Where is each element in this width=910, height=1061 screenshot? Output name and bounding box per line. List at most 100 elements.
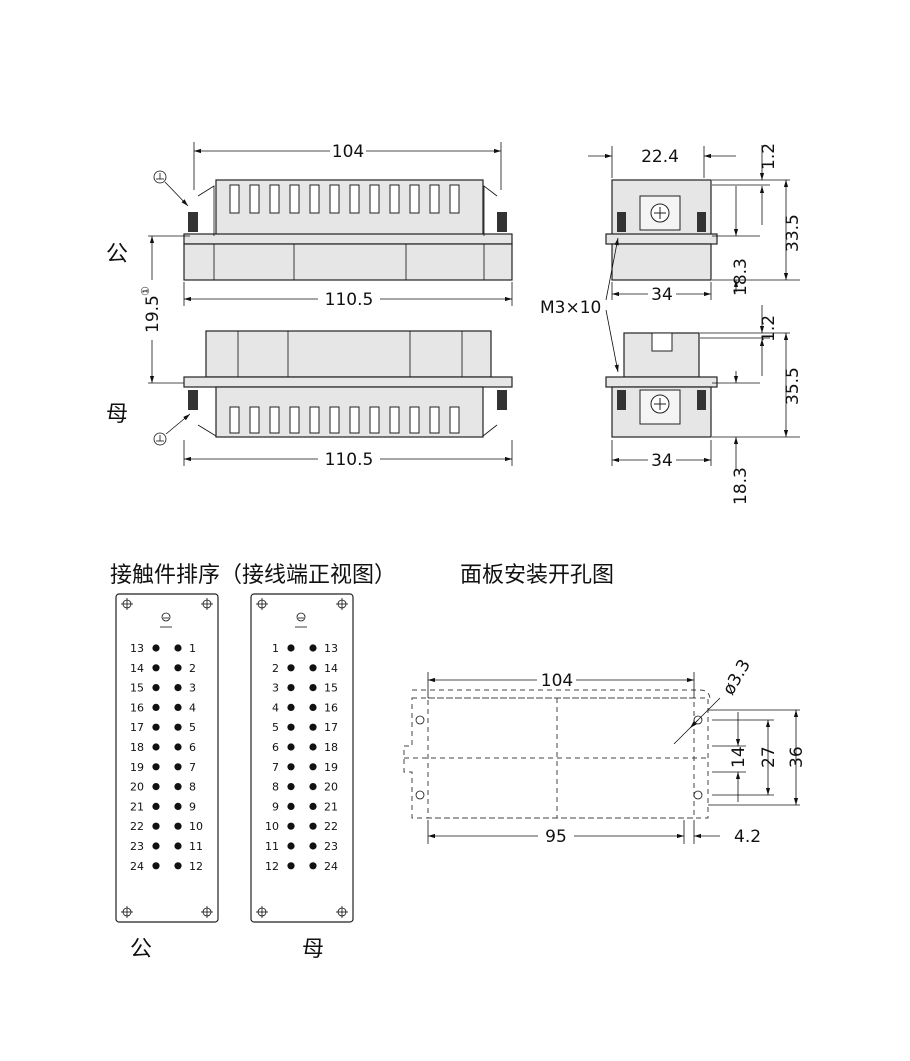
pin-number: 14	[324, 662, 338, 675]
dim-19-5-label: 19.5	[143, 295, 163, 333]
dim-34-top	[611, 282, 712, 300]
contact-pin	[287, 684, 295, 692]
contact-pin	[309, 723, 317, 731]
contact-pin	[309, 703, 317, 712]
dim-1-2-top	[712, 145, 790, 225]
contact-pin	[152, 703, 160, 712]
contact-pin	[152, 822, 160, 830]
female-label: 母	[106, 402, 128, 427]
dim-110-5-female	[183, 440, 513, 466]
contact-pin	[152, 664, 160, 672]
contact-pin	[309, 822, 317, 830]
contact-order-title: 接触件排序（接线端正视图）	[110, 563, 396, 588]
pin-number: 11	[189, 840, 203, 853]
female-front-view	[183, 330, 513, 438]
male-front-view	[183, 179, 513, 281]
dim-18-3-top-label: 18.3	[731, 258, 751, 296]
pin-number: 3	[189, 682, 196, 695]
contact-pin	[174, 703, 182, 712]
dim-cutout-95-label: 95	[545, 827, 567, 847]
pin-number: 7	[272, 761, 279, 774]
female-panel-label: 母	[302, 937, 324, 962]
pin-number: 24	[130, 860, 144, 873]
contact-pin	[309, 862, 317, 870]
contact-pin	[309, 802, 317, 811]
pin-number: 10	[265, 820, 279, 833]
contact-pin	[309, 644, 317, 652]
dim-19-5-note: ①	[139, 286, 152, 296]
contact-pin	[287, 822, 295, 830]
dim-18-3-bottom-label: 18.3	[731, 467, 751, 505]
contact-pin	[287, 802, 295, 811]
dim-33-5	[712, 180, 800, 281]
dim-34-bottom	[611, 440, 712, 466]
dim-cutout-104-label: 104	[541, 671, 573, 691]
pin-number: 3	[272, 682, 279, 695]
pin-number: 2	[189, 662, 196, 675]
contact-pin	[174, 842, 182, 850]
contact-pin	[309, 783, 317, 791]
dim-110-5-male-label: 110.5	[325, 290, 374, 310]
dim-hole-leader	[673, 697, 721, 745]
contact-pin	[152, 763, 160, 771]
pin-number: 9	[272, 800, 279, 813]
contact-pin	[309, 763, 317, 771]
contact-pin	[152, 723, 160, 731]
dim-cutout-vertical	[708, 709, 800, 806]
dim-cutout-27-label: 27	[759, 746, 779, 768]
male-hood-slots	[229, 184, 460, 214]
pin-number: 14	[130, 662, 144, 675]
pin-number: 4	[272, 701, 279, 714]
contact-pin	[287, 703, 295, 712]
pin-number: 20	[130, 781, 144, 794]
contact-pin	[152, 644, 160, 652]
pin-number: 23	[324, 840, 338, 853]
pin-number: 21	[130, 800, 144, 813]
dim-cutout-104	[427, 672, 695, 698]
dim-hole-label: ø3.3	[719, 656, 755, 698]
dim-22-4-label: 22.4	[641, 147, 679, 167]
pin-number: 2	[272, 662, 279, 675]
male-label: 公	[106, 242, 128, 267]
contact-pin	[152, 684, 160, 692]
contact-pin	[174, 783, 182, 791]
pin-number: 23	[130, 840, 144, 853]
contact-pin	[287, 842, 295, 850]
pin-number: 18	[324, 741, 338, 754]
contact-pin	[309, 684, 317, 692]
pin-number: 11	[265, 840, 279, 853]
pin-number: 1	[272, 642, 279, 655]
pin-number: 1	[189, 642, 196, 655]
contact-pin	[287, 743, 295, 751]
pin-number: 6	[272, 741, 279, 754]
dim-cutout-14-label: 14	[729, 746, 749, 768]
pin-number: 13	[130, 642, 144, 655]
pin-number: 12	[189, 860, 203, 873]
contact-pin	[174, 822, 182, 830]
female-hood-slots	[229, 406, 460, 434]
dim-34-bottom-label: 34	[651, 451, 673, 471]
contact-pin	[152, 743, 160, 751]
pin-number: 15	[324, 682, 338, 695]
dim-1-2-top-label: 1.2	[759, 143, 779, 170]
dim-1-2-bottom	[700, 305, 790, 376]
pin-number: 20	[324, 781, 338, 794]
contact-pin	[174, 664, 182, 672]
dim-1-2-bottom-label: 1.2	[759, 315, 779, 342]
pin-number: 19	[130, 761, 144, 774]
dim-cutout-36-label: 36	[787, 746, 807, 768]
pin-number: 15	[130, 682, 144, 695]
pin-number: 24	[324, 860, 338, 873]
pin-number: 8	[272, 781, 279, 794]
contact-pin	[287, 862, 295, 870]
male-panel-label: 公	[130, 937, 152, 962]
contact-pin	[152, 783, 160, 791]
dim-104-label: 104	[332, 142, 364, 162]
dim-104-top	[193, 142, 502, 190]
pin-number: 5	[272, 721, 279, 734]
dim-35-5	[712, 333, 800, 438]
pin-number: 17	[324, 721, 338, 734]
